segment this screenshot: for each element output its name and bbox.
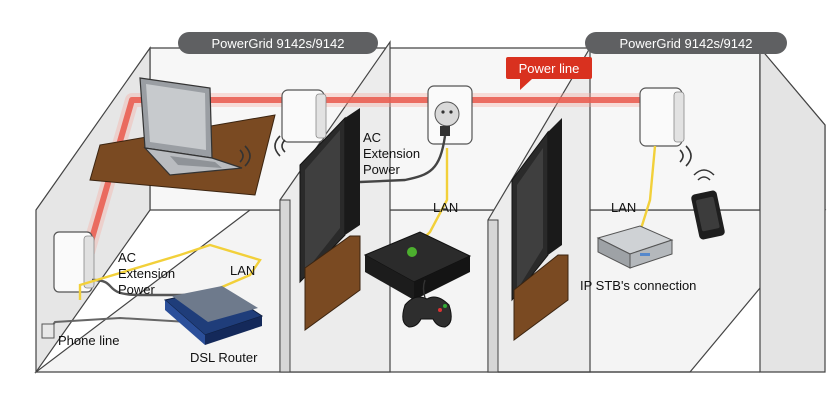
ac-ext-left-1-label: AC [118,250,136,265]
partition-wall-1-front [280,200,290,372]
ac-ext-left-2-label: Extension [118,266,175,281]
phone-line-label: Phone line [58,333,119,348]
partition-wall-2-front [488,220,498,372]
ac-ext-left-3-label: Power [118,282,156,297]
ip-stb-label: IP STB's connection [580,278,696,293]
lan-center-label: LAN [433,200,458,215]
powerline-adapter-right-icon [640,88,684,146]
powergrid-left-label: PowerGrid 9142s/9142 [212,36,345,51]
powerline-adapter-outlet-icon [428,86,472,144]
ac-ext-center-2-label: Extension [363,146,420,161]
powergrid-label-left: PowerGrid 9142s/9142 [178,32,378,54]
powergrid-right-label: PowerGrid 9142s/9142 [620,36,753,51]
lan-right-label: LAN [611,200,636,215]
lan-left-label: LAN [230,263,255,278]
ac-ext-center-3-label: Power [363,162,401,177]
room3-right-wall [760,48,825,372]
ac-ext-center-1-label: AC [363,130,381,145]
power-line-label: Power line [519,61,580,76]
phone-jack-icon [42,324,54,338]
powerline-adapter-center-icon [282,90,326,142]
dsl-router-label: DSL Router [190,350,258,365]
powergrid-label-right: PowerGrid 9142s/9142 [585,32,787,54]
